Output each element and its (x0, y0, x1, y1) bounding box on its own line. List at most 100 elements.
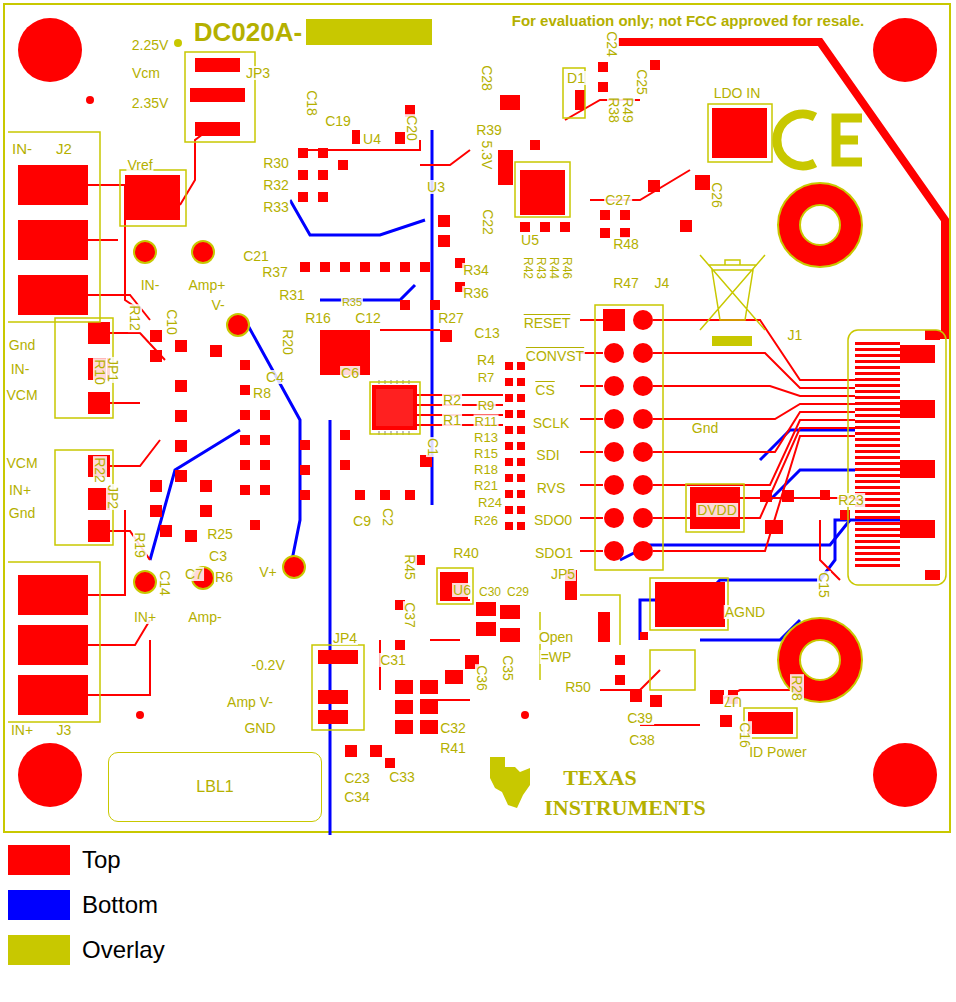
silkscreen-label: Amp+ (188, 278, 227, 292)
silkscreen-label: R37 (261, 265, 289, 279)
silkscreen-label: J4 (654, 276, 671, 290)
label-box: LBL1 (108, 752, 322, 822)
silkscreen-label: C35 (501, 654, 515, 682)
silkscreen-label: C24 (605, 30, 619, 58)
silkscreen-label: R40 (452, 546, 480, 560)
legend-swatch (8, 890, 70, 920)
silkscreen-label: C12 (354, 311, 382, 325)
silkscreen-label: C23 (343, 771, 371, 785)
legend-swatch (8, 935, 70, 965)
silkscreen-label: C38 (628, 733, 656, 747)
silkscreen-label: R34 (462, 263, 490, 277)
silkscreen-label: C34 (343, 790, 371, 804)
silkscreen-label: C19 (324, 114, 352, 128)
silkscreen-label: C28 (480, 64, 494, 92)
silkscreen-label: R23 (837, 493, 865, 507)
silkscreen-label: CS (534, 383, 555, 397)
silkscreen-label: R6 (214, 570, 234, 584)
legend-text: Overlay (82, 935, 165, 965)
legend-swatch (8, 845, 70, 875)
silkscreen-label: U7 (723, 695, 743, 709)
silkscreen-label: Amp V- (226, 695, 274, 709)
silkscreen-label: AGND (724, 605, 766, 619)
silkscreen-label: C1 (426, 437, 440, 457)
silkscreen-label: R31 (278, 288, 306, 302)
silkscreen-label: C6 (340, 366, 360, 380)
silkscreen-label: C39 (626, 711, 654, 725)
board-outline (4, 4, 950, 832)
header-pins (603, 309, 653, 561)
silkscreen-label: R28 (790, 674, 804, 702)
silkscreen-label: Amp- (187, 610, 222, 624)
silkscreen-label: R36 (462, 286, 490, 300)
silkscreen-label: For evaluation only; not FCC approved fo… (511, 13, 866, 28)
silkscreen-label: DVDD (696, 503, 738, 517)
silkscreen-label: U3 (426, 180, 446, 194)
silkscreen-label: R25 (206, 527, 234, 541)
silkscreen-label: U6 (452, 583, 472, 597)
silkscreen-label: R41 (439, 741, 467, 755)
silkscreen-label: R33 (262, 200, 290, 214)
silkscreen-label: C3 (208, 549, 228, 563)
silkscreen-label: R16 (304, 311, 332, 325)
silkscreen-label: R18 (473, 463, 499, 476)
silkscreen-label: Vcm (131, 66, 161, 80)
silkscreen-label: C14 (158, 569, 172, 597)
edge-connector-fingers (855, 342, 900, 570)
silkscreen-label: Gnd (691, 421, 719, 435)
silkscreen-label: CONVST (525, 349, 585, 363)
mounting-holes (18, 18, 937, 807)
silkscreen-label: R45 (403, 553, 417, 581)
silkscreen-label: R10 (93, 358, 107, 386)
silkscreen-label: C21 (242, 249, 270, 263)
silkscreen-label: C2 (381, 507, 395, 527)
silkscreen-label: R13 (473, 431, 499, 444)
silkscreen-label: D1 (566, 71, 586, 85)
silkscreen-label: U4 (362, 132, 382, 146)
silkscreen-label: R15 (473, 447, 499, 460)
silkscreen-label: 2.25V (131, 38, 170, 52)
silkscreen-label: V+ (258, 565, 278, 579)
silkscreen-label: Vref (126, 158, 153, 172)
silkscreen-label: Gnd (8, 338, 36, 352)
silkscreen-label: J3 (56, 723, 73, 737)
silkscreen-label: RESET (523, 316, 572, 330)
silkscreen-label: JP4 (332, 631, 358, 645)
silkscreen-label: JP3 (245, 66, 271, 80)
ic-pins (376, 380, 413, 435)
silkscreen-label: R32 (262, 178, 290, 192)
silkscreen-label: R19 (133, 531, 147, 559)
silkscreen-label: 2.35V (131, 96, 170, 110)
silkscreen-label: R1 (442, 413, 462, 427)
silkscreen-label: R12 (128, 304, 142, 332)
silkscreen-label: IN- (140, 278, 161, 292)
silkscreen-label: R27 (437, 311, 465, 325)
silkscreen-label: R4 (476, 353, 496, 367)
silkscreen-label: VCM (5, 388, 38, 402)
silkscreen-label: DC020A- (193, 19, 303, 45)
silkscreen-label: R50 (564, 680, 592, 694)
silkscreen-label: IN+ (133, 610, 157, 624)
silkscreen-label: C9 (352, 514, 372, 528)
silkscreen-label: R8 (252, 386, 272, 400)
silkscreen-label: C18 (305, 89, 319, 117)
silkscreen-label: R48 (612, 237, 640, 251)
silkscreen-label: SCLK (532, 416, 571, 430)
silkscreen-label: C27 (604, 193, 632, 207)
silkscreen-label: R46 (561, 256, 573, 280)
logo-text: TEXAS (562, 767, 637, 789)
silkscreen-label: C25 (635, 68, 649, 96)
silkscreen-label: ID Power (748, 745, 808, 759)
silkscreen-label: C32 (439, 721, 467, 735)
silkscreen-label: C20 (405, 114, 419, 142)
test-points (134, 241, 305, 593)
silkscreen-label: C33 (388, 770, 416, 784)
silkscreen-label: R2 (442, 393, 462, 407)
silkscreen-label: SDI (535, 448, 560, 462)
silkscreen-label: IN- (11, 141, 33, 156)
silkscreen-label: R49 (621, 96, 635, 124)
silkscreen-label: R30 (262, 156, 290, 170)
silkscreen-label: R11 (474, 415, 499, 428)
legend-text: Top (82, 845, 121, 875)
